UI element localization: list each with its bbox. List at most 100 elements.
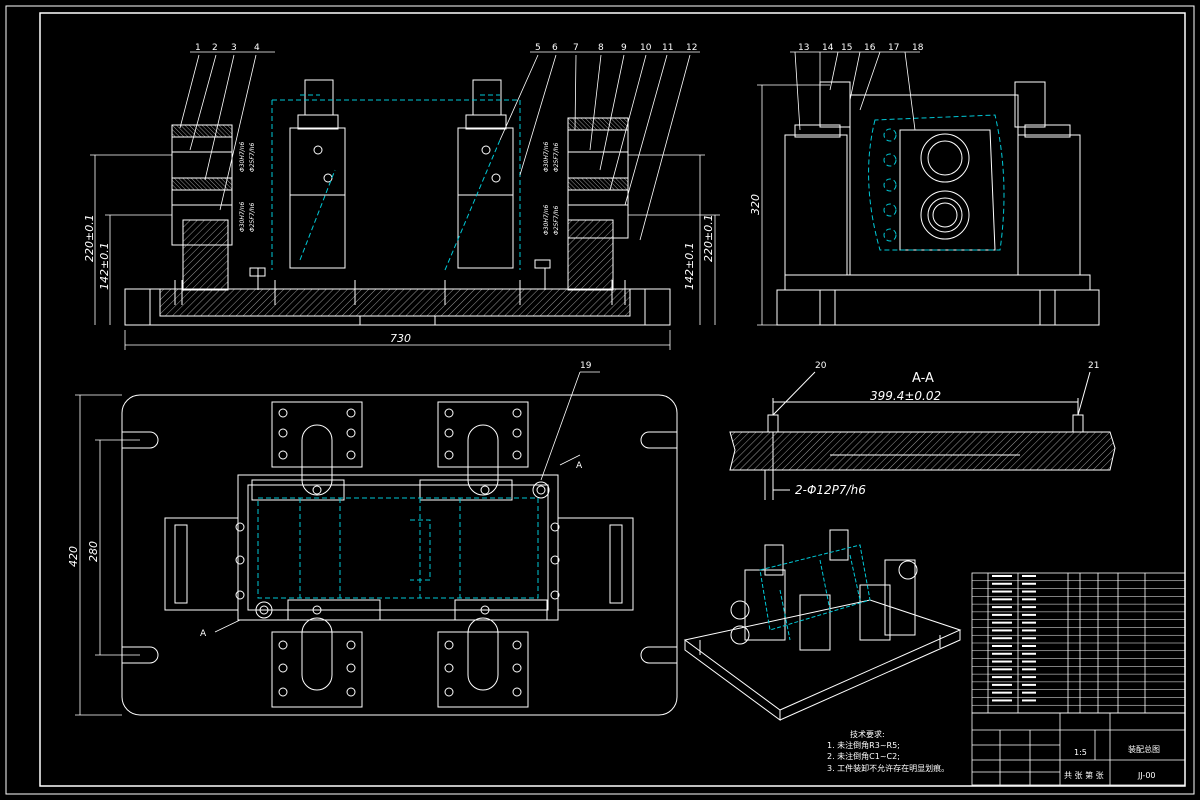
bom-cell-mark [1022,676,1036,679]
bom-cell-mark [992,621,1012,624]
bom-cell-mark [992,598,1012,601]
bom-cell-mark [1022,575,1036,577]
dim-right-142: 142±0.1 [683,242,696,290]
balloon-20: 20 [815,361,827,371]
fit-label-6: Φ25F7/h6 [553,143,560,172]
part-name: 装配总图 [1128,744,1160,754]
bom-cell-mark [992,660,1012,663]
section-mark-a-top: A [576,461,583,471]
bom-cell-mark [992,575,1012,577]
bom-cell-mark [1022,582,1036,585]
bom-cell-mark [1022,606,1036,609]
bom-cell-mark [1022,621,1036,624]
bom-cell-mark [992,637,1012,640]
fit-label-2: Φ25F7/h6 [249,143,256,172]
balloon-17: 17 [888,43,899,53]
dim-left-220: 220±0.1 [83,214,96,262]
dim-width-730: 730 [390,332,411,345]
bom-fill-marks [992,575,1036,702]
bom-cell-mark [1022,645,1036,647]
bom-cell-mark [1022,590,1036,593]
bom-cell-mark [992,629,1012,632]
isometric-view [683,529,962,721]
balloon-9: 9 [621,43,627,53]
balloon-21: 21 [1088,361,1099,371]
balloon-2: 2 [212,43,218,53]
balloon-1: 1 [195,43,201,53]
dim-outer-420: 420 [67,546,80,567]
side-balloons: 13 14 15 16 17 18 [798,43,924,53]
top-bolt-holes [235,408,560,697]
balloon-3: 3 [231,43,237,53]
notes-heading: 技术要求: [850,729,885,739]
bom-cell-mark [992,683,1012,686]
bom-cell-mark [992,613,1012,616]
fit-label-3: Φ30H7/n6 [239,201,246,232]
top-dim-lines [75,371,600,716]
dim-left-142: 142±0.1 [98,242,111,290]
balloon-12: 12 [686,43,697,53]
bom-cell-mark [1022,613,1036,616]
dim-height-320: 320 [749,194,762,215]
front-view [124,79,671,326]
note-2: 2. 未注倒角C1~C2; [827,751,900,761]
side-dim-lines [757,51,920,326]
bom-cell-mark [992,668,1012,671]
section-mark-a-bottom: A [200,629,207,639]
balloon-11: 11 [662,43,673,53]
bom-cell-mark [1022,691,1036,694]
front-hidden-lines [271,94,521,271]
scale: 1:5 [1074,748,1087,757]
dim-span: 399.4±0.02 [870,389,941,403]
side-hidden-lines [868,114,1005,251]
outer-frame [5,5,1195,795]
dim-right-220: 220±0.1 [702,214,715,262]
bom-cell-mark [992,606,1012,609]
drawing-no: JJ-00 [1137,771,1156,780]
bom-cell-mark [992,590,1012,593]
balloon-10: 10 [640,43,652,53]
fit-label-7: Φ30H7/n6 [543,204,550,235]
balloon-5: 5 [535,43,541,53]
inner-frame [39,12,1186,787]
isometric-hidden-lines [759,544,871,641]
bom-cell-mark [992,691,1012,694]
side-view [776,81,1100,326]
fit-label-5: Φ30H7/n6 [543,141,550,172]
fit-label-1: Φ30H7/n6 [239,141,246,172]
bom-cell-mark [992,699,1012,702]
note-3: 3. 工件装卸不允许存在明显划痕。 [827,763,949,773]
balloon-16: 16 [864,43,876,53]
balloon-15: 15 [841,43,852,53]
bom-cell-mark [1022,660,1036,663]
balloon-6: 6 [552,43,558,53]
fit-label-8: Φ25F7/h6 [553,206,560,235]
bom-row-lines [972,580,1185,706]
bom-cell-mark [992,676,1012,679]
balloon-4: 4 [254,43,260,53]
bom-cell-mark [1022,699,1036,702]
note-1: 1. 未注倒角R3~R5; [827,740,900,750]
bom-cell-mark [1022,629,1036,632]
section-title: A-A [912,371,934,386]
balloon-8: 8 [598,43,604,53]
bom-cell-mark [992,652,1012,655]
sheet-label: 共 张 第 张 [1064,770,1104,780]
front-dim-lines [90,51,720,350]
bom-cell-mark [1022,637,1036,640]
bom-cell-mark [992,582,1012,585]
title-block [971,712,1186,786]
dim-pins: 2-Φ12P7/h6 [795,483,866,497]
front-balloons: 1 2 3 4 5 6 7 8 9 10 11 12 [195,43,697,53]
balloon-18: 18 [912,43,924,53]
bom-cell-mark [992,645,1012,647]
bom-cell-mark [1022,598,1036,601]
balloon-19: 19 [580,361,592,371]
top-hidden-lines [257,497,539,599]
balloon-14: 14 [822,43,834,53]
section-view [729,371,1116,500]
bom-cell-mark [1022,683,1036,686]
bom-cell-mark [1022,652,1036,655]
fit-label-4: Φ25F7/h6 [249,203,256,232]
